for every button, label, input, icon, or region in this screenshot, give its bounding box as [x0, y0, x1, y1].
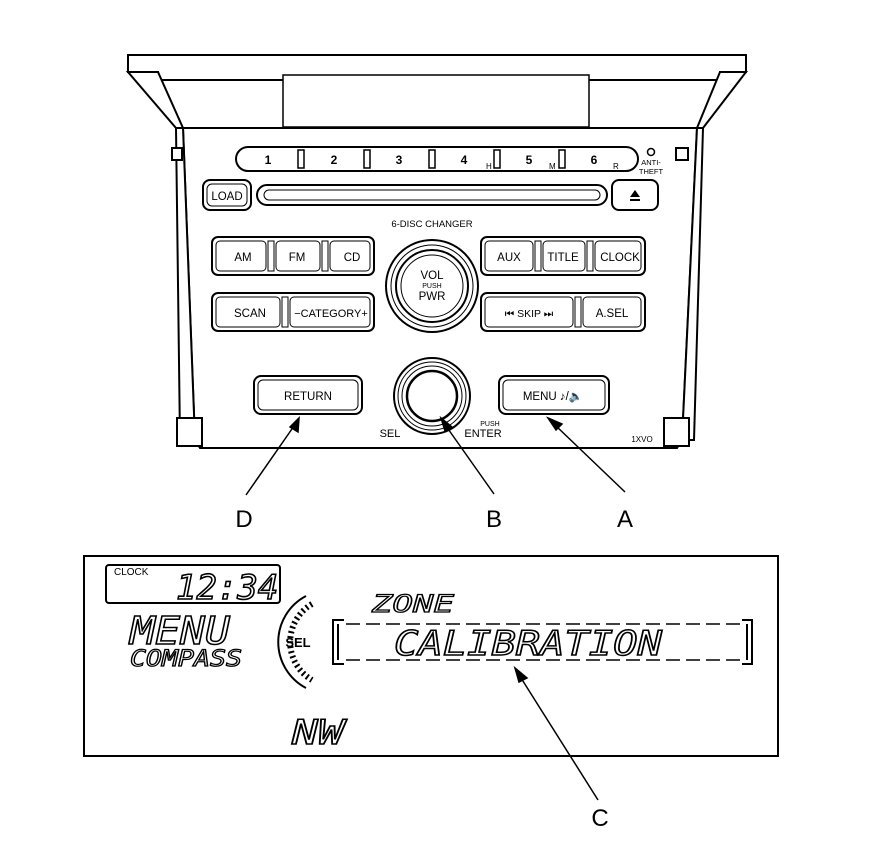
volume-power-knob[interactable]	[385, 239, 479, 333]
return-button[interactable]: RETURN	[253, 375, 363, 415]
clock-label-lcd: CLOCK	[114, 567, 149, 578]
skip-button[interactable]: ⏮ SKIP ⏭	[505, 308, 554, 320]
svg-text:THEFT: THEFT	[639, 167, 664, 176]
clock-button[interactable]: CLOCK	[600, 252, 640, 264]
preset-1-button[interactable]: 1	[265, 153, 272, 167]
time-display: 12:34	[176, 568, 278, 608]
svg-text:RETURN: RETURN	[284, 391, 332, 403]
pwr-label: PWR	[419, 291, 446, 303]
preset-5-button[interactable]: 5	[526, 153, 533, 167]
preset-r-mark: R	[613, 162, 619, 171]
am-button[interactable]: AM	[234, 252, 251, 264]
left-button-block-top	[211, 236, 375, 276]
vol-push-label: PUSH	[422, 283, 441, 290]
eject-button[interactable]	[611, 179, 659, 211]
menu-display: MENU	[128, 609, 230, 653]
heading-display: NW	[291, 713, 347, 753]
disc-slot	[256, 184, 608, 206]
lcd-display: CLOCK 12:34 MENU COMPASS SEL ZONE CALIBR…	[83, 555, 779, 757]
a-sel-button[interactable]: A.SEL	[596, 308, 629, 320]
compass-display: COMPASS	[130, 647, 242, 672]
preset-strip: 1 2 3 4 5 6 H M R	[235, 146, 639, 172]
calibration-display: CALIBRATION	[394, 624, 663, 664]
sel-enter-knob[interactable]	[393, 357, 471, 435]
preset-3-button[interactable]: 3	[396, 153, 403, 167]
category-button[interactable]: −CATEGORY+	[294, 308, 368, 320]
disc-changer-label: 6-DISC CHANGER	[391, 219, 472, 230]
preset-m-mark: M	[549, 162, 556, 171]
scan-button[interactable]: SCAN	[234, 308, 266, 320]
left-button-block-bottom	[211, 292, 375, 332]
callout-b: B	[486, 506, 502, 533]
callout-a: A	[617, 506, 633, 533]
enter-label: ENTER	[464, 428, 501, 440]
title-button[interactable]: TITLE	[547, 252, 579, 264]
cd-button[interactable]: CD	[344, 252, 361, 264]
preset-2-button[interactable]: 2	[331, 153, 338, 167]
aux-button[interactable]: AUX	[497, 252, 521, 264]
callout-c: C	[591, 805, 608, 832]
model-code: 1XVO	[631, 435, 652, 444]
preset-6-button[interactable]: 6	[591, 153, 598, 167]
eject-icon	[630, 190, 640, 201]
svg-text:MENU ♪/🔈: MENU ♪/🔈	[523, 391, 583, 403]
preset-h-mark: H	[486, 162, 492, 171]
menu-button[interactable]: MENU ♪/🔈	[498, 375, 610, 415]
vol-label: VOL	[420, 270, 444, 282]
svg-text:ANTI-: ANTI-	[641, 158, 661, 167]
svg-text:LOAD: LOAD	[211, 191, 242, 203]
sel-lcd: SEL	[285, 635, 310, 650]
load-button[interactable]: LOAD	[202, 179, 252, 211]
callout-d: D	[235, 506, 252, 533]
enter-push-label: PUSH	[480, 421, 499, 428]
sel-label: SEL	[380, 428, 401, 440]
right-button-block-bottom	[480, 292, 646, 332]
anti-theft-indicator: ANTI- THEFT	[639, 147, 664, 176]
zone-display: ZONE	[371, 590, 455, 618]
preset-4-button[interactable]: 4	[461, 153, 468, 167]
right-button-block-top	[480, 236, 646, 276]
callout-lines	[245, 415, 626, 496]
fm-button[interactable]: FM	[289, 252, 306, 264]
callout-c-line	[513, 665, 599, 801]
